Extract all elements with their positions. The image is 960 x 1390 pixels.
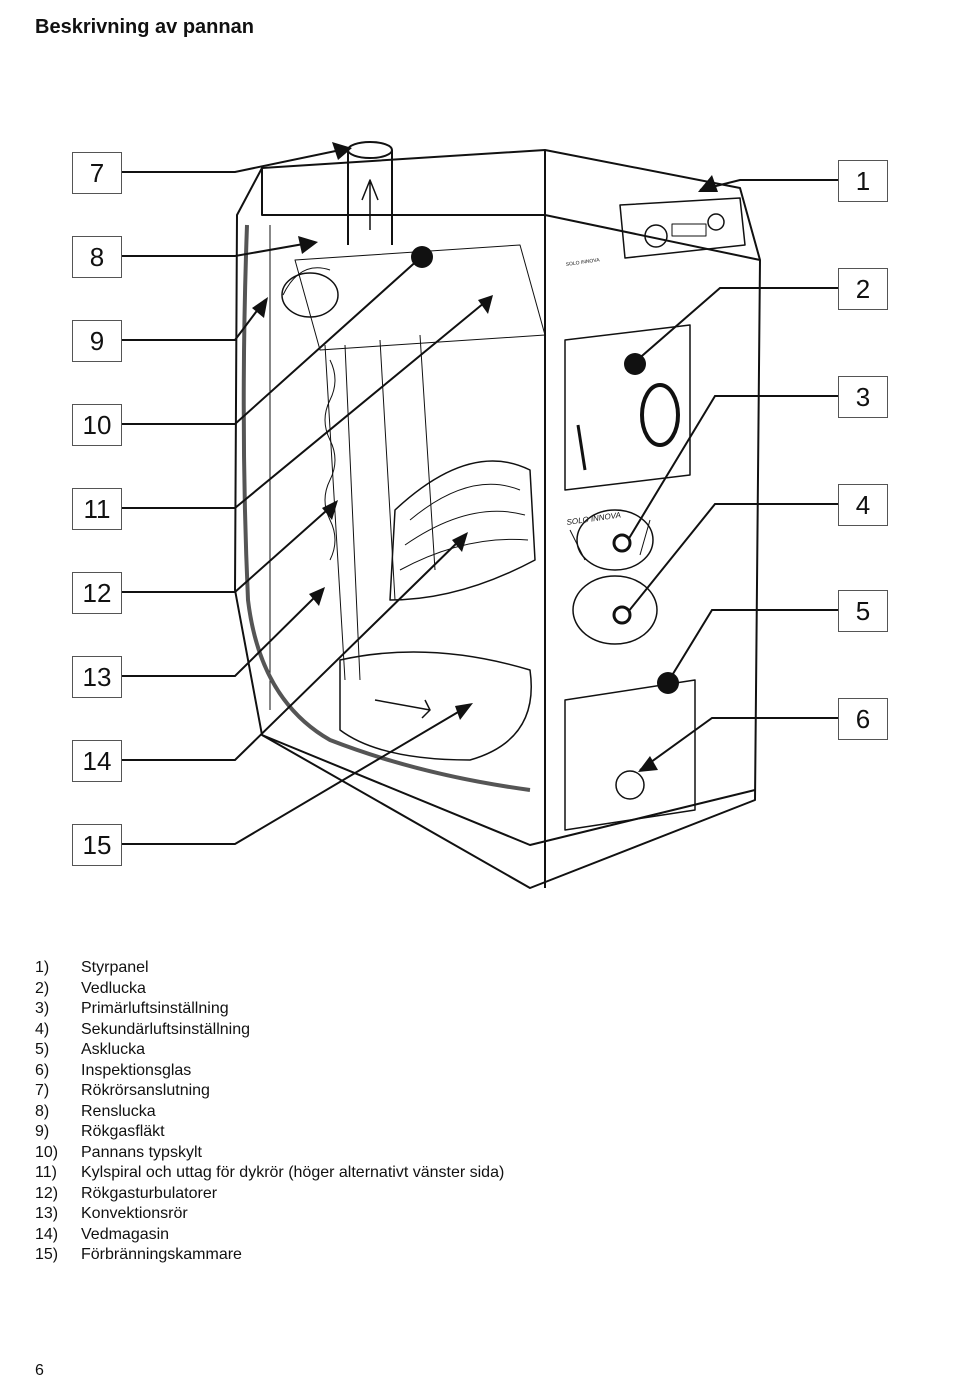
arrowhead: [309, 587, 325, 606]
callout-5: 5: [838, 590, 888, 632]
secondary-air-disc: [572, 575, 658, 645]
callout-dot: [612, 605, 632, 625]
callout-15: 15: [72, 824, 122, 866]
legend-item: 4)Sekundärluftsinställning: [35, 1020, 250, 1038]
legend-item: 9)Rökgasfläkt: [35, 1123, 165, 1140]
arrowhead: [322, 500, 338, 520]
callout-13: 13: [72, 656, 122, 698]
page-title: Beskrivning av pannan: [35, 16, 254, 38]
wood-door: [564, 324, 691, 491]
callout-7: 7: [72, 152, 122, 194]
callout-2: 2: [838, 268, 888, 310]
brand-top-label: SOLO INNOVA: [565, 257, 600, 268]
boiler-illustration: SOLO INNOVA SOLO INNOVA: [121, 141, 838, 889]
arrowhead: [698, 175, 718, 192]
legend-item: 2)Vedlucka: [35, 979, 146, 997]
arrowhead: [455, 703, 473, 720]
callout-6: 6: [838, 698, 888, 740]
legend-item: 10)Pannans typskylt: [35, 1143, 202, 1161]
arrowhead: [452, 532, 468, 552]
callout-dot: [657, 672, 679, 694]
callout-10: 10: [72, 404, 122, 446]
legend-item: 8)Renslucka: [35, 1102, 156, 1120]
callout-12: 12: [72, 572, 122, 614]
brand-door-label: SOLO INNOVA: [566, 510, 621, 527]
legend-item: 12)Rökgasturbulatorer: [35, 1184, 218, 1202]
legend-item: 13)Konvektionsrör: [35, 1205, 188, 1222]
legend-item: 3)Primärluftsinställning: [35, 1000, 229, 1017]
legend-item: 15)Förbränningskammare: [35, 1246, 242, 1263]
legend-item: 5)Asklucka: [35, 1041, 146, 1058]
arrowhead: [332, 142, 352, 160]
flue-pipe: [347, 141, 393, 159]
legend-item: 11)Kylspiral och uttag för dykrör (höger…: [35, 1164, 505, 1181]
callout-dot: [624, 353, 646, 375]
callout-8: 8: [72, 236, 122, 278]
primary-air-disc: [576, 509, 654, 571]
arrowhead: [298, 236, 318, 254]
boiler-cabinet: [234, 149, 761, 889]
fan-housing: [281, 272, 339, 318]
control-panel: [619, 197, 746, 259]
page-number: 6: [35, 1362, 44, 1379]
legend-item: 14)Vedmagasin: [35, 1225, 170, 1243]
callout-dot: [612, 533, 632, 553]
arrowhead: [478, 295, 493, 314]
legend-item: 7)Rökrörsanslutning: [35, 1082, 210, 1099]
parts-legend: 1)Styrpanel 2)Vedlucka 3)Primärluftsinst…: [35, 958, 504, 1266]
legend-item: 1)Styrpanel: [35, 959, 149, 976]
callout-11: 11: [72, 488, 122, 530]
arrowhead: [252, 297, 268, 318]
callout-14: 14: [72, 740, 122, 782]
callout-dot: [411, 246, 433, 268]
arrowhead: [638, 756, 658, 772]
callout-1: 1: [838, 160, 888, 202]
combustion-chamber: [339, 651, 532, 761]
callout-9: 9: [72, 320, 122, 362]
legend-item: 6)Inspektionsglas: [35, 1061, 192, 1079]
wood-logs: [389, 460, 536, 601]
callout-4: 4: [838, 484, 888, 526]
callout-3: 3: [838, 376, 888, 418]
ash-door: [564, 679, 696, 831]
